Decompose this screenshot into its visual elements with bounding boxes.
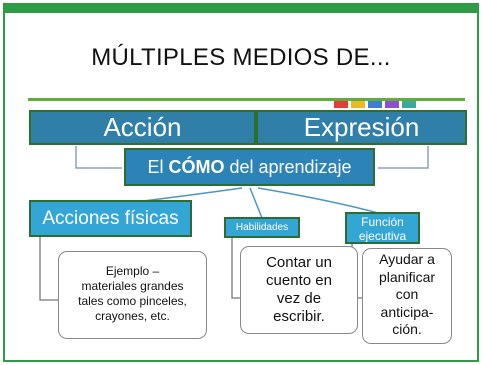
center-prefix: El: [147, 157, 169, 177]
branch-funcion-ejecutiva: Función ejecutiva: [345, 212, 420, 244]
center-como-box: El CÓMO del aprendizaje: [124, 148, 375, 186]
connector-branch-1: [39, 236, 58, 301]
connector-center-mid: [249, 187, 263, 219]
note-3-line-3: con: [395, 286, 419, 302]
note-3-line-1: Ayudar a: [379, 251, 435, 267]
note-acciones-fisicas: Ejemplo – materiales grandes tales como …: [58, 251, 207, 339]
header-expresion: Expresión: [256, 110, 467, 145]
note-2-line-4: escribir.: [273, 308, 325, 325]
header-accion: Acción: [29, 110, 256, 145]
connector-branch-2: [231, 236, 240, 299]
note-2-line-1: Contar un: [266, 254, 332, 271]
branch-acciones-fisicas: Acciones físicas: [29, 200, 192, 237]
center-bold: CÓMO: [168, 157, 225, 177]
connector-header-right: [378, 146, 429, 169]
connector-header-left: [75, 146, 122, 169]
connector-center-right: [257, 187, 383, 215]
slide-title: MÚLTIPLES MEDIOS DE...: [91, 44, 391, 71]
note-2-line-2: cuento en: [266, 272, 332, 289]
rule-color-accent: [334, 95, 424, 108]
note-3-line-4: anticipa-: [380, 303, 434, 320]
note-3-line-5: ción.: [392, 321, 422, 337]
title-rule: [28, 98, 465, 101]
note-habilidades: Contar un cuento en vez de escribir.: [240, 246, 358, 334]
center-suffix: del aprendizaje: [224, 157, 352, 177]
note-2-line-3: vez de: [276, 290, 322, 307]
slide-top-bar: [5, 5, 477, 13]
note-1-line-2: materiales grandes: [81, 279, 184, 293]
branch-habilidades: Habilidades: [224, 217, 300, 238]
note-funcion-ejecutiva: Ayudar a planificar con anticipa- ción.: [362, 248, 452, 344]
note-1-line-4: crayones, etc.: [95, 309, 170, 323]
note-1-line-3: tales como pinceles,: [78, 294, 187, 308]
note-3-line-2: planificar: [378, 268, 436, 285]
note-1-line-1: Ejemplo –: [105, 264, 160, 278]
